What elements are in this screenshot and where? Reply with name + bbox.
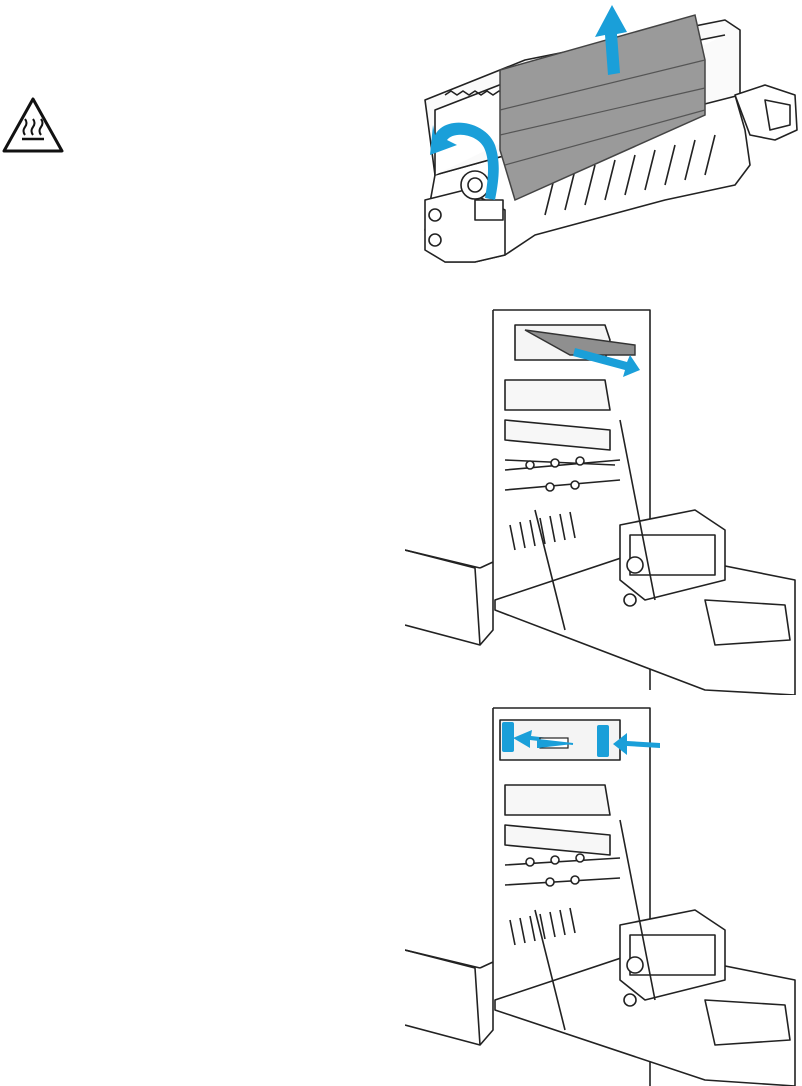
fuser-paper-lift-illustration xyxy=(405,0,802,290)
right-door-paper-removal-illustration xyxy=(405,300,802,695)
duplex-guide-close-illustration xyxy=(405,700,802,1086)
hot-surface-warning-icon xyxy=(0,95,66,155)
